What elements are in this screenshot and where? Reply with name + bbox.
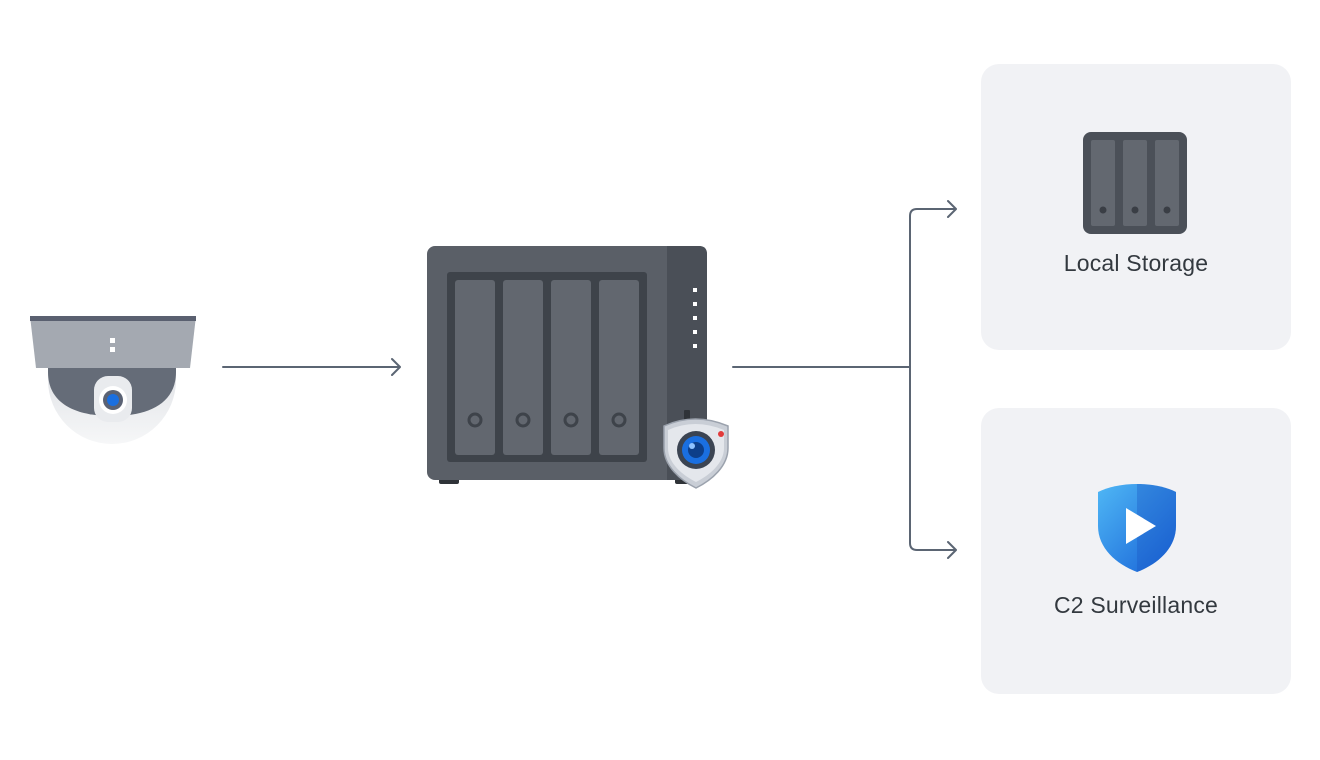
nas-server-icon [422, 242, 734, 497]
local-storage-label: Local Storage [1063, 250, 1209, 276]
arrow-camera-to-nas [222, 358, 401, 376]
surveillance-station-icon [663, 418, 729, 489]
arrow-branch-to-local-storage [909, 200, 957, 368]
c2-surveillance-label: C2 Surveillance [1053, 592, 1219, 618]
c2-shield-play-icon [1094, 482, 1180, 579]
c2-surveillance-card: C2 Surveillance [981, 408, 1291, 694]
arrow-branch-to-c2 [909, 366, 957, 559]
storage-drives-icon [1082, 132, 1188, 241]
dome-camera-icon [28, 312, 200, 457]
local-storage-card: Local Storage [981, 64, 1291, 350]
